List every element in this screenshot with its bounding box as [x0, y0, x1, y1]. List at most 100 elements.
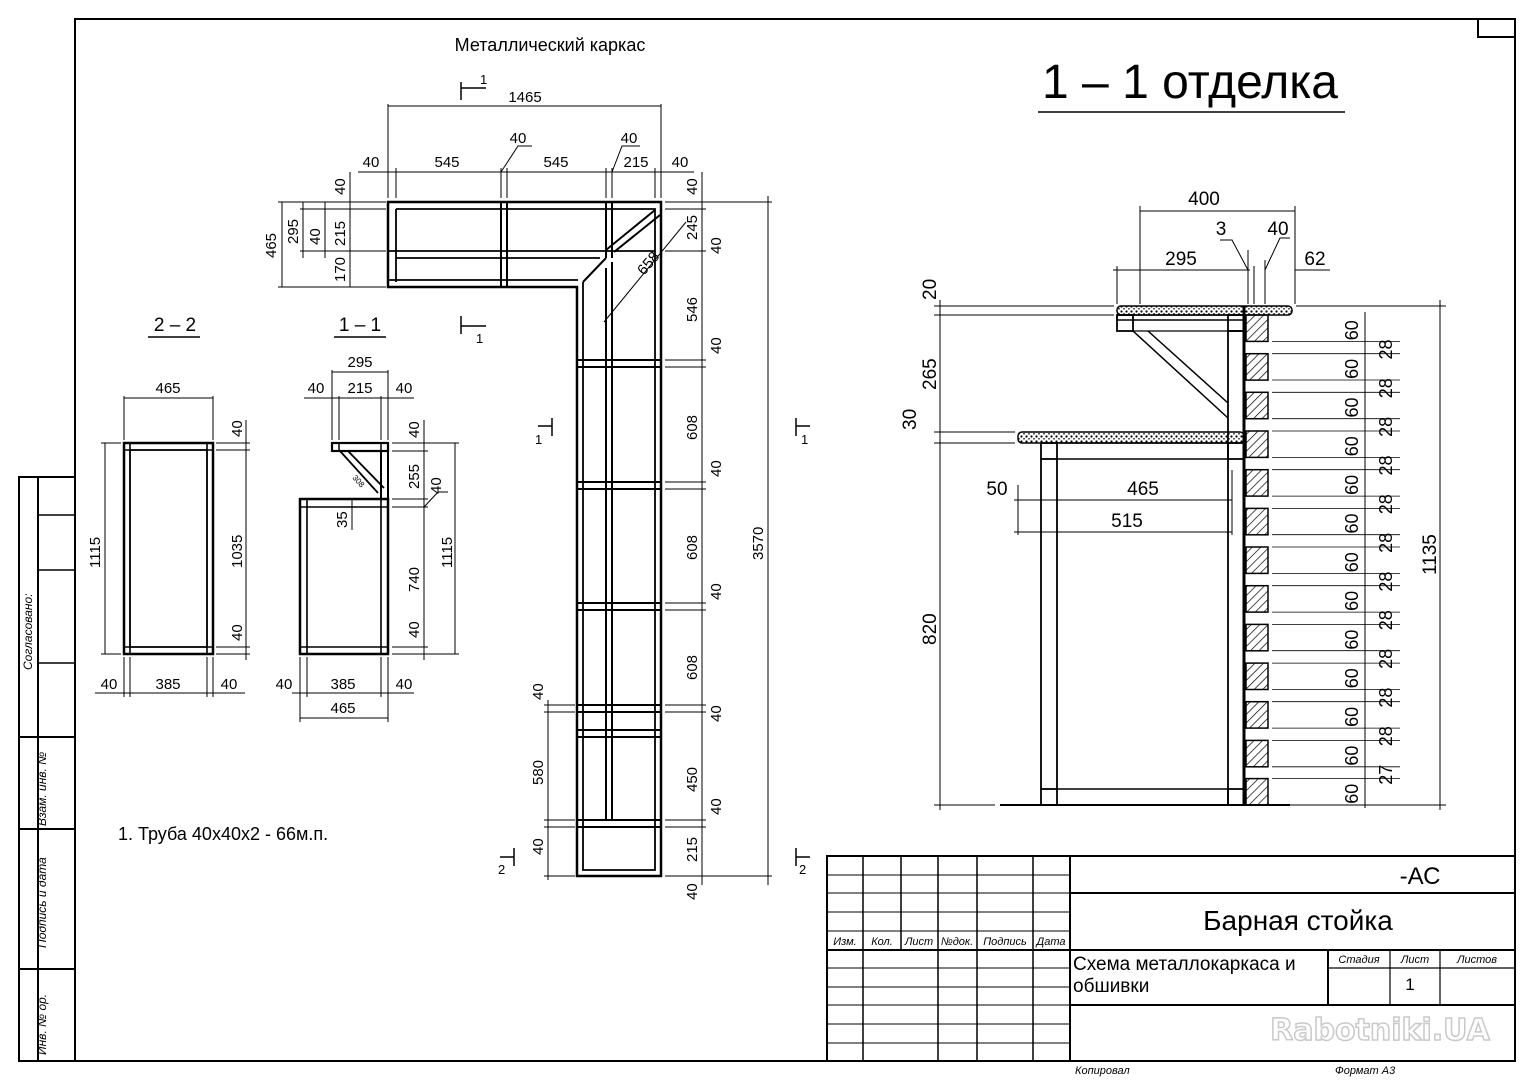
plan-dim-170: 170: [332, 257, 349, 282]
plan-dim-r-40c: 40: [708, 337, 725, 354]
plan-left-dims: [278, 172, 386, 288]
pipe-note: 1. Труба 40х40х2 - 66м.п.: [118, 824, 328, 844]
plan-dim-1465: 1465: [508, 89, 541, 106]
plan-dim-450: 450: [684, 767, 701, 792]
corner-stamp: [1477, 19, 1515, 38]
cladding-dim-text: 28: [1376, 455, 1396, 475]
plan-dim-545a: 545: [434, 154, 459, 171]
cladding-board: [1245, 391, 1269, 420]
v11-dim-b-40b: 40: [396, 676, 413, 693]
cladding-dim-text: 28: [1376, 726, 1396, 746]
sheet-title-box: Схема металлокаркаса и обшивки: [1073, 954, 1296, 997]
v22-dim-40-bottom: 40: [229, 624, 246, 641]
plan-dim-545b: 545: [543, 154, 568, 171]
cladding-dim-text: 28: [1376, 494, 1396, 514]
cladding-dim-text: 60: [1342, 630, 1362, 650]
plan-dim-580: 580: [530, 760, 547, 785]
v11-dim-308: 308: [351, 473, 367, 489]
plan-dim-465: 465: [263, 233, 280, 258]
sec-dim-515: 515: [1111, 511, 1143, 532]
plan-dim-215: 215: [623, 154, 648, 171]
v11-dim-295: 295: [347, 354, 372, 371]
side-stamp: Согласовано: Взам. инв. № Подпись и дата…: [18, 476, 76, 1062]
cladding-dim-text: 60: [1342, 591, 1362, 611]
cladding-dim-text: 28: [1376, 378, 1396, 398]
plan-right-dims: [544, 172, 772, 885]
cut-mark-1-bottom: 1: [476, 331, 483, 346]
plan-dim-left-215: 215: [332, 221, 349, 246]
cladding-board: [1245, 468, 1269, 497]
plan-dim-top-40d: 40: [672, 154, 689, 171]
sec-dim-465: 465: [1127, 479, 1159, 500]
plan-dim-608b: 608: [684, 535, 701, 560]
plan-dim-diag: 658: [634, 248, 663, 278]
sheet-title: Схема металлокаркаса и обшивки: [1073, 954, 1296, 997]
v22-dim-465: 465: [155, 380, 180, 397]
sec-dim-295: 295: [1165, 249, 1197, 270]
section-1-1: [1000, 305, 1293, 806]
cut-mark-1-right: 1: [801, 432, 808, 447]
plan-dim-r-40g: 40: [708, 798, 725, 815]
cladding-dim-text: 60: [1342, 784, 1362, 804]
cladding-board: [1245, 546, 1269, 575]
sheet-label: Лист: [1400, 954, 1429, 966]
plan-dim-546: 546: [684, 297, 701, 322]
col-ndoc: №док.: [941, 936, 973, 948]
view-2-2: [122, 441, 215, 656]
section-cut-marks: [460, 82, 810, 866]
cladding-board: [1245, 584, 1269, 613]
plan-top-dims: [358, 104, 694, 198]
col-podpis: Подпись: [983, 936, 1027, 948]
upper-countertop: [1116, 305, 1293, 316]
sec-dim-820: 820: [920, 613, 941, 645]
title-block: [826, 855, 1516, 1062]
v22-dim-1035: 1035: [229, 535, 246, 568]
col-list: Лист: [904, 936, 933, 948]
col-kol: Кол.: [871, 936, 893, 948]
cladding-dim-text: 60: [1342, 746, 1362, 766]
plan-dim-295: 295: [285, 219, 302, 244]
cladding-dim-text: 60: [1342, 320, 1362, 340]
cladding-board: [1245, 430, 1269, 459]
v11-dim-385: 385: [330, 676, 355, 693]
cladding-dim-text: 60: [1342, 513, 1362, 533]
v22-dim-1115: 1115: [87, 537, 104, 568]
plan-dim-low-40a: 40: [530, 683, 547, 700]
doc-code: -АС: [1400, 863, 1441, 890]
cladding-dim-text: 60: [1342, 707, 1362, 727]
sec-dim-20: 20: [920, 279, 941, 300]
col-data: Дата: [1034, 936, 1065, 948]
v11-dim-r-40c: 40: [406, 621, 423, 638]
cladding-board: [1245, 352, 1269, 381]
frame-title: Металлический каркас: [455, 35, 646, 55]
v11-dim-b-40a: 40: [276, 676, 293, 693]
v22-dim-b-40a: 40: [101, 676, 118, 693]
cladding-board: [1245, 662, 1269, 691]
stamp-replace-inv-label: Взам. инв. №: [35, 752, 49, 826]
v11-dim-35: 35: [334, 511, 351, 528]
cladding-dim-text: 28: [1376, 649, 1396, 669]
cladding-dim-text: 27: [1376, 765, 1396, 785]
plan-dim-top-40c: 40: [621, 130, 638, 147]
plan-dim-3570: 3570: [750, 527, 767, 560]
cladding-dim-text: 60: [1342, 668, 1362, 688]
view-1-1-title: 1 – 1: [339, 315, 381, 336]
v22-dim-385: 385: [155, 676, 180, 693]
cladding-board: [1245, 739, 1269, 768]
plan-dim-r-40a: 40: [684, 178, 701, 195]
cladding-board: [1245, 314, 1269, 343]
cladding-dim-text: 60: [1342, 436, 1362, 456]
sec-dim-265: 265: [920, 358, 941, 390]
cut-mark-1-left: 1: [535, 432, 542, 447]
cladding-dim-text: 60: [1342, 475, 1362, 495]
cladding-dim-text: 60: [1342, 552, 1362, 572]
v11-dim-1115: 1115: [439, 537, 456, 568]
plan-dim-low-40b: 40: [530, 838, 547, 855]
cladding-dim-text: 28: [1376, 533, 1396, 553]
plan-dim-left-40-top: 40: [332, 178, 349, 195]
cladding-board: [1245, 700, 1269, 729]
sec-dim-400: 400: [1188, 189, 1220, 210]
v11-dim-top-40a: 40: [308, 380, 325, 397]
watermark: Rabotniki.UA: [1270, 1013, 1490, 1048]
